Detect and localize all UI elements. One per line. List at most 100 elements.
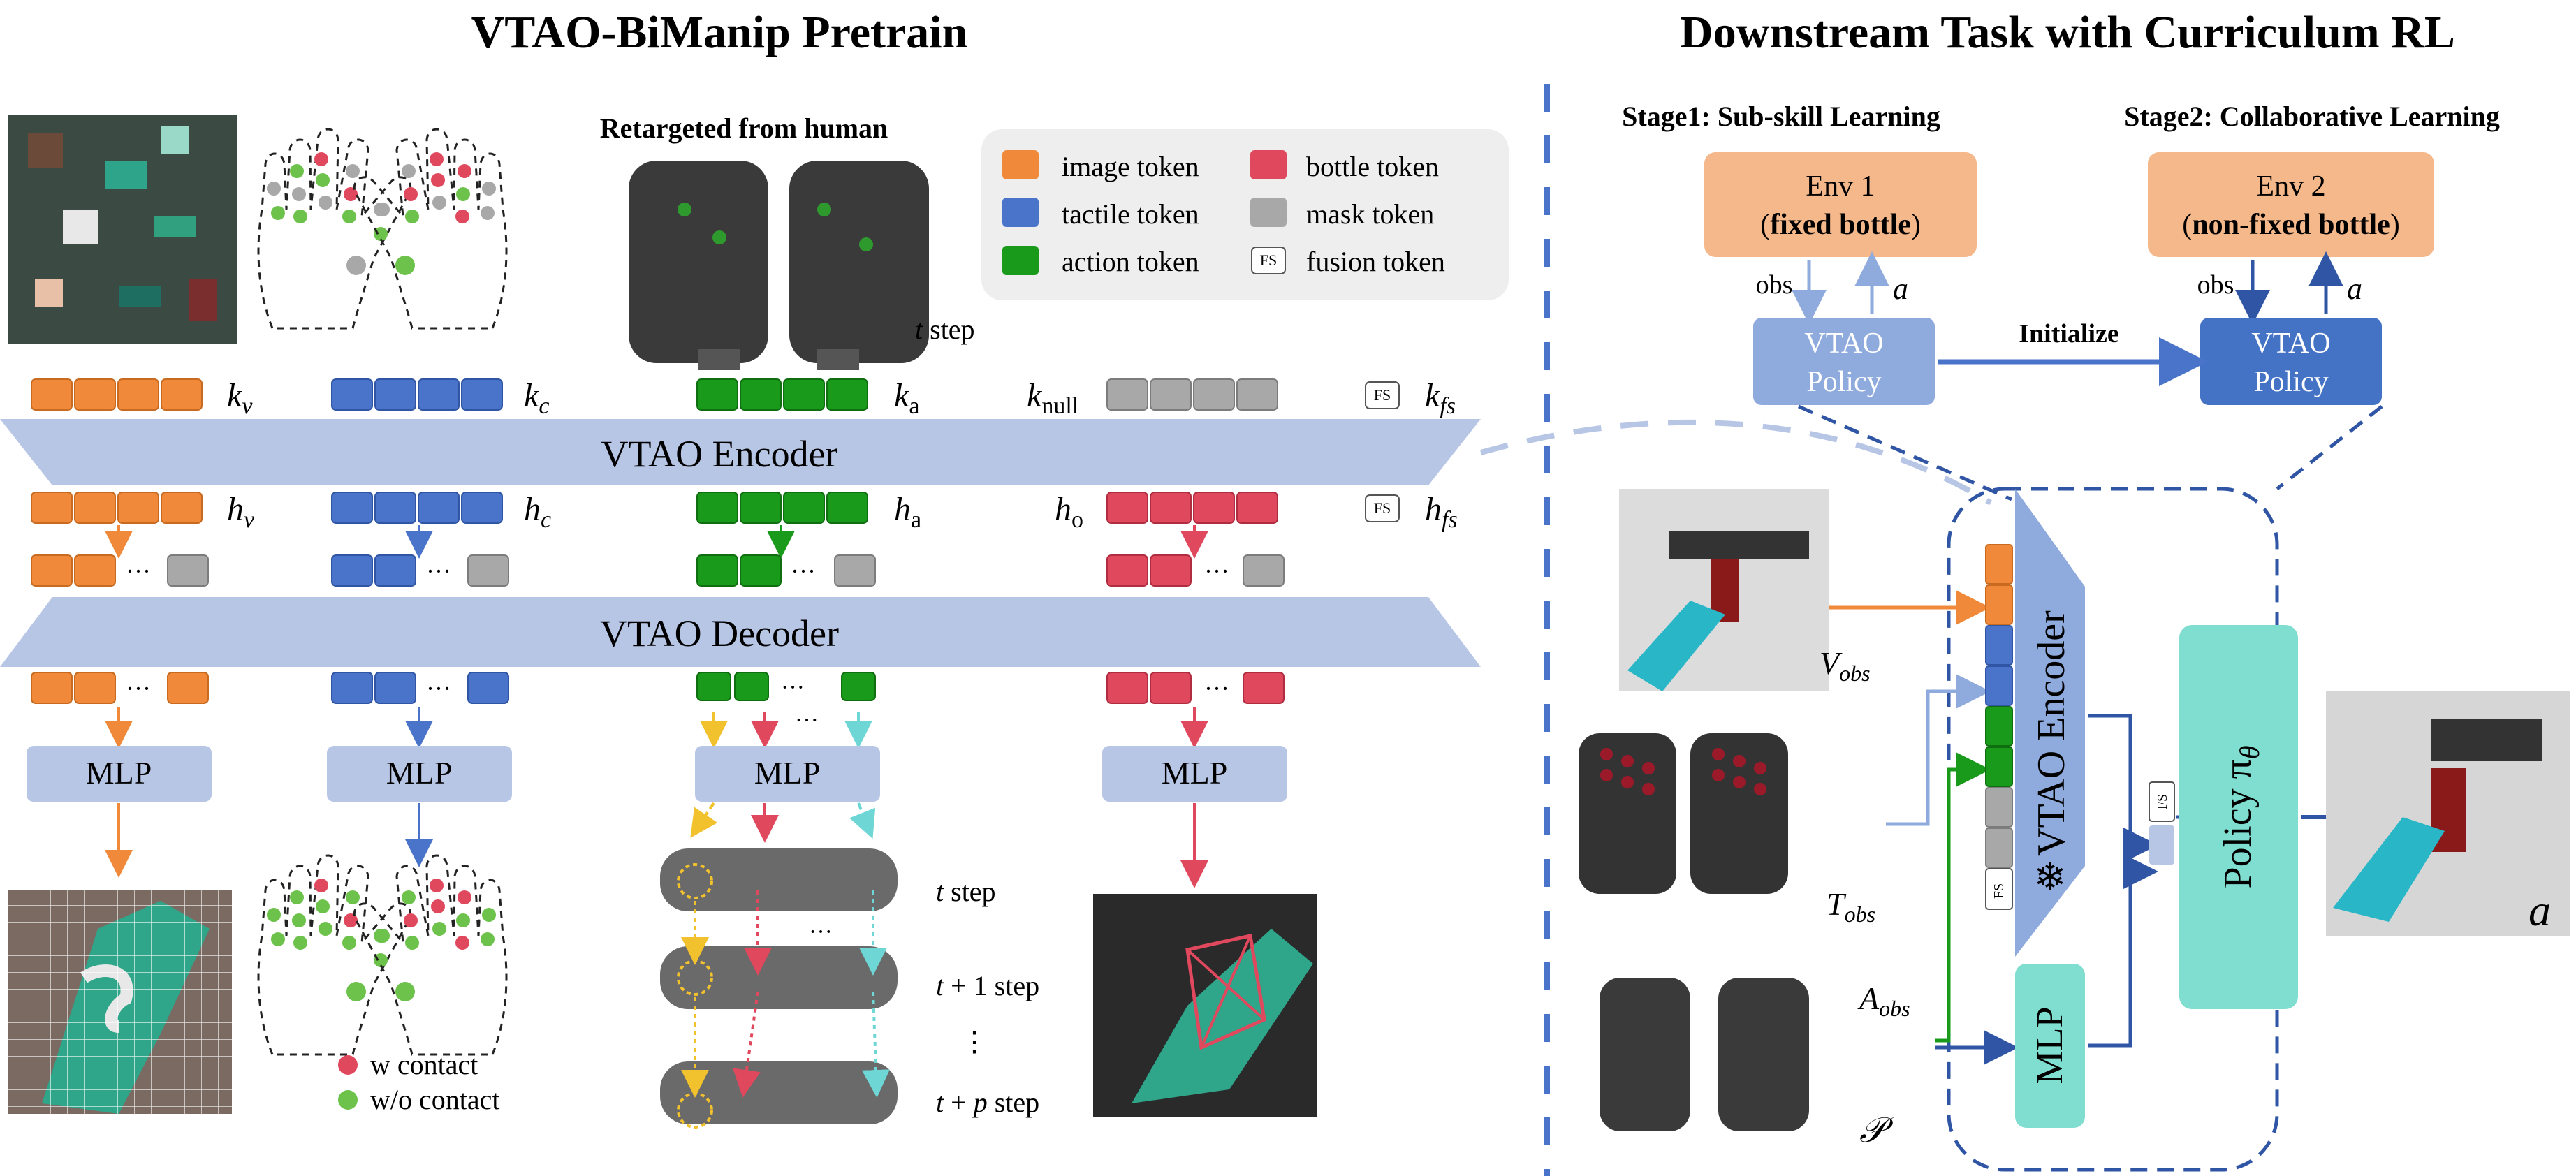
hand-contact-dots-right-bottom <box>376 879 496 1001</box>
k-fs-token <box>1365 381 1400 409</box>
obs-tactile-hands <box>1579 733 1788 894</box>
snowflake-icon: ❄ <box>2034 856 2067 899</box>
obs-action-hands <box>1600 978 1809 1131</box>
hand-diagram-right-bottom <box>353 854 508 1056</box>
h-o-label: ho <box>1055 491 1083 533</box>
svg-text:a: a <box>2347 272 2362 306</box>
svg-text:w contact: w contact <box>370 1049 478 1080</box>
svg-text:MLP: MLP <box>86 755 152 791</box>
k-c-tokens <box>331 378 503 411</box>
output-image <box>2326 691 2570 936</box>
legend-fusion: fusion token <box>1306 246 1445 277</box>
token-legend: image token tactile token action token b… <box>981 129 1509 300</box>
svg-text:⋮: ⋮ <box>960 1026 988 1057</box>
svg-text:···: ··· <box>126 557 151 585</box>
hand-diagram-right-top <box>353 128 508 330</box>
svg-text:FS: FS <box>2155 794 2170 809</box>
k-tokens-row: kv kc ka knull FS kfs <box>31 377 1456 419</box>
contact-legend: w contact w/o contact <box>338 1049 500 1115</box>
step-labels: t step t + 1 step ⋮ t + p step <box>936 876 1039 1118</box>
vtao-policy-stage2 <box>2200 318 2382 405</box>
h-fs-label: hfs <box>1425 491 1458 533</box>
k-a-label: ka <box>894 377 919 419</box>
h-o-tokens <box>1106 492 1278 524</box>
legend-image: image token <box>1062 151 1199 182</box>
reconstructed-image <box>8 890 232 1114</box>
k-v-tokens <box>31 378 203 411</box>
h-a-tokens <box>696 492 868 524</box>
svg-text:Policy: Policy <box>2253 366 2328 398</box>
decoded-tokens-row: ··· ··· ··· ··· ··· <box>31 672 1285 733</box>
env2-line2: (non-fixed bottle) <box>2182 209 2400 241</box>
mlp-action <box>695 746 880 802</box>
encoder-label: VTAO Encoder <box>601 433 837 475</box>
k-fs-label: kfs <box>1425 377 1456 419</box>
h-fs-token <box>1365 494 1400 522</box>
env1-line2: (fixed bottle) <box>1760 209 1921 241</box>
svg-text:Policy: Policy <box>1806 366 1881 398</box>
svg-text:···: ··· <box>781 675 805 700</box>
p-label: 𝒫 <box>1859 1110 1894 1149</box>
obs-image-visual <box>1619 489 1829 691</box>
k-c-label: kc <box>524 377 549 419</box>
stage2-label: Stage2: Collaborative Learning <box>2124 101 2500 132</box>
robot-hands-top <box>629 161 929 370</box>
legend-tactile: tactile token <box>1062 198 1199 230</box>
hand-contact-dots-right-top <box>376 152 496 275</box>
retarget-label: Retargeted from human <box>600 112 888 144</box>
k-null-label: knull <box>1027 377 1078 419</box>
fusion-fs-token <box>2149 781 2175 822</box>
hand-diagram-left-top <box>257 128 412 330</box>
svg-text:obs: obs <box>2197 270 2234 300</box>
masked-tokens-row: ··· ··· ··· ··· <box>31 554 1285 587</box>
svg-text:VTAO: VTAO <box>2251 328 2330 360</box>
svg-text:MLP: MLP <box>386 755 453 791</box>
svg-text:MLP: MLP <box>1162 755 1228 791</box>
initialize-label: Initialize <box>2019 319 2119 348</box>
svg-text:t + p step: t + p step <box>936 1087 1039 1118</box>
hand-diagram-left-bottom <box>257 854 412 1056</box>
mlp-tactile <box>327 746 512 802</box>
h-c-tokens <box>331 492 503 524</box>
mlp-right <box>2015 964 2085 1128</box>
env2-box <box>2148 152 2434 257</box>
vtao-encoder-vertical-label: VTAO Encoder <box>2030 610 2073 856</box>
stage1-label: Stage1: Sub-skill Learning <box>1622 101 1940 132</box>
env1-box <box>1704 152 1977 257</box>
t-step-top: t step <box>915 314 975 345</box>
a-obs-label: Aobs <box>1857 980 1910 1021</box>
bottle-image <box>1093 894 1317 1117</box>
vtao-encoder-vertical <box>2015 489 2085 957</box>
legend-action: action token <box>1062 246 1199 277</box>
svg-text:···: ··· <box>791 557 816 585</box>
svg-text:FS: FS <box>1991 883 2007 899</box>
svg-text:···: ··· <box>126 675 151 703</box>
legend-bottle: bottle token <box>1306 151 1439 182</box>
h-tokens-row: hv hc ha ho FS hfs <box>31 491 1458 533</box>
svg-text:···: ··· <box>1204 557 1229 585</box>
svg-text:Env 1: Env 1 <box>1806 170 1875 203</box>
vtao-policy-stage1 <box>1753 318 1935 405</box>
k-null-tokens <box>1106 378 1278 411</box>
policy-pi-label: Policy πθ <box>2216 745 2265 888</box>
k-fs-glyph: FS <box>1374 386 1391 404</box>
token-column: FS <box>1985 544 2013 910</box>
h-v-tokens <box>31 492 203 524</box>
svg-text:t step: t step <box>936 876 996 907</box>
svg-text:···: ··· <box>426 557 451 585</box>
legend-mask: mask token <box>1306 198 1434 230</box>
masked-image <box>8 115 237 344</box>
policy-pi-box <box>2179 625 2298 1009</box>
svg-text:obs: obs <box>1756 270 1793 300</box>
left-title: VTAO-BiManip Pretrain <box>471 7 968 58</box>
svg-text:VTAO: VTAO <box>1804 328 1883 360</box>
mlp-row: MLP MLP MLP MLP <box>27 746 1287 802</box>
action-trajectory: ··· <box>660 848 898 1129</box>
h-v-label: hv <box>227 491 255 533</box>
svg-text:w/o contact: w/o contact <box>370 1084 500 1115</box>
svg-text:···: ··· <box>795 707 819 733</box>
v-obs-label: Vobs <box>1820 645 1871 686</box>
vtao-encoder-band <box>0 419 1481 485</box>
mlp-bottle <box>1102 746 1287 802</box>
